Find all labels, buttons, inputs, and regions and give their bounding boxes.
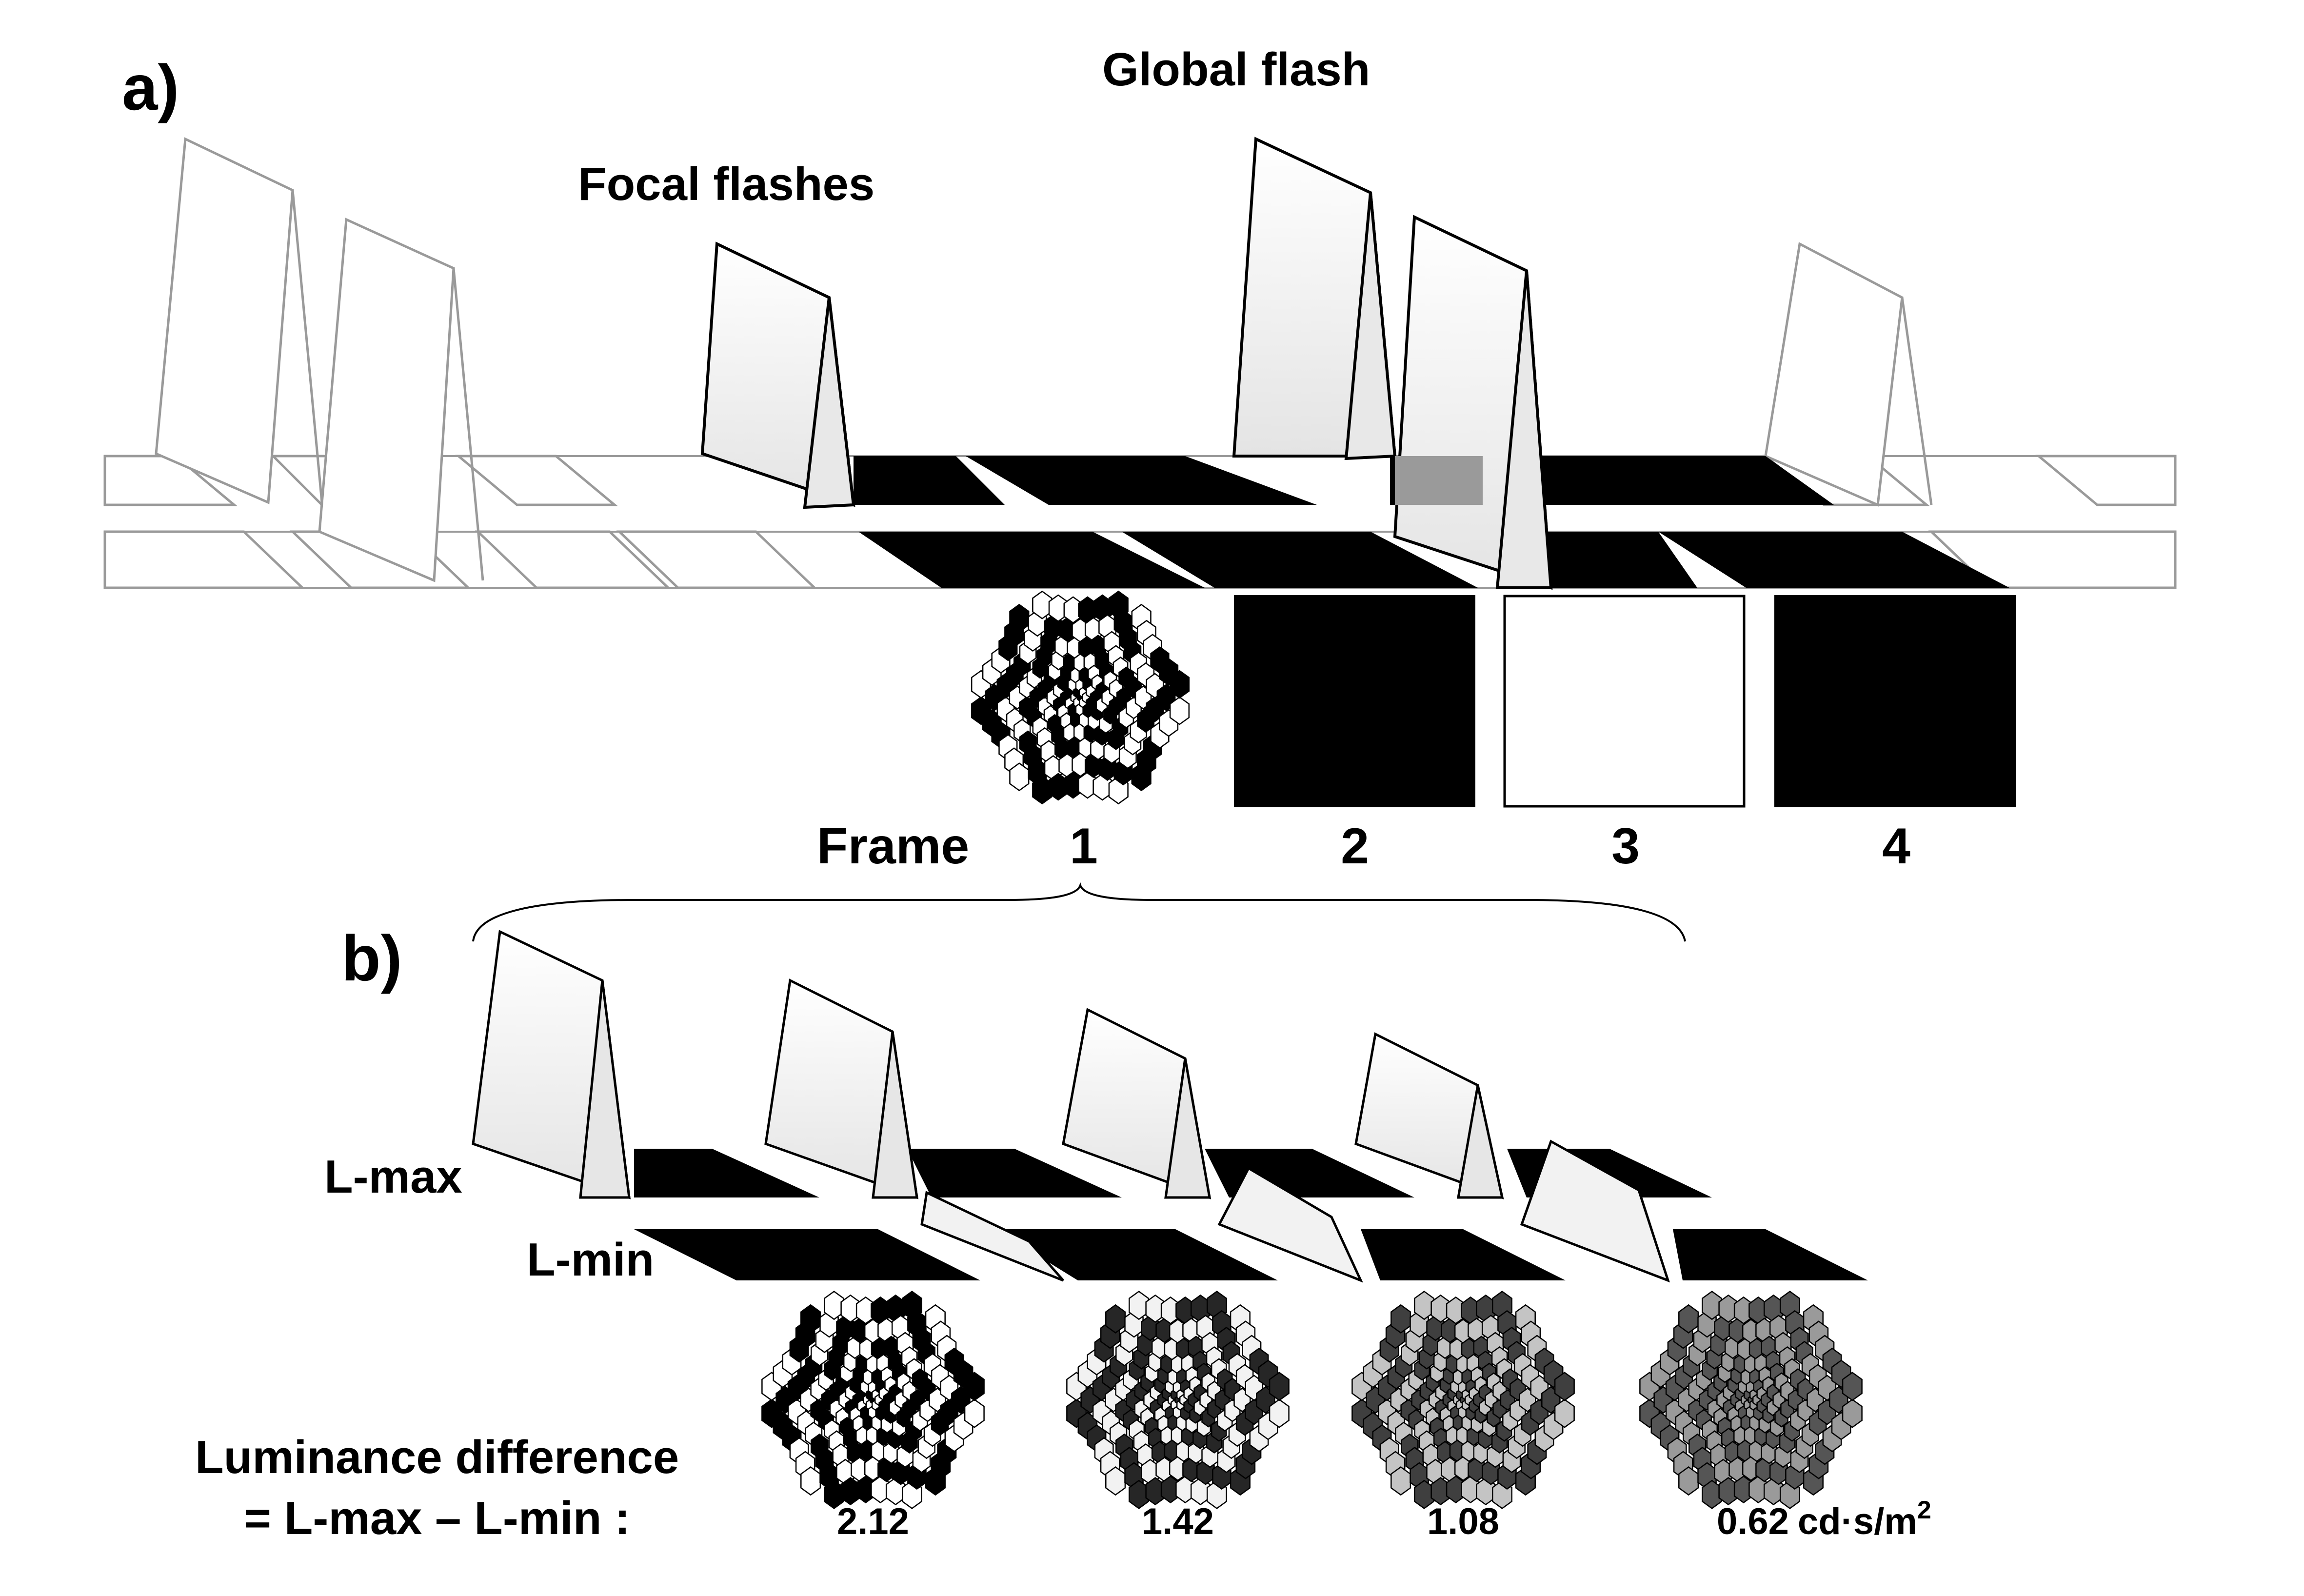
frame-1-hexagon bbox=[1009, 603, 1030, 633]
frame-1-stimulus bbox=[971, 590, 1190, 805]
focal-flashes-label: Focal flashes bbox=[578, 158, 874, 210]
contrast-2-hexagon bbox=[1269, 1372, 1290, 1401]
panel-a-label: a) bbox=[122, 52, 179, 123]
contrast-4-hexagon bbox=[1842, 1372, 1863, 1401]
frame-3-stimulus bbox=[1503, 595, 1746, 808]
value-2-12: 2.12 bbox=[837, 1501, 909, 1542]
frame-word: Frame bbox=[817, 818, 969, 875]
frame-1-hexagon bbox=[1169, 696, 1190, 725]
global-flash-shape bbox=[1232, 137, 1553, 590]
frame-number-3: 3 bbox=[1611, 818, 1640, 875]
frame-1-brace bbox=[472, 882, 1686, 942]
frame-4-stimulus bbox=[1774, 595, 2016, 807]
contrast-3-hexagon bbox=[1390, 1466, 1411, 1496]
contrast-2-hexagon bbox=[1105, 1304, 1126, 1334]
contrast-flashes bbox=[472, 930, 1670, 1283]
contrast-3-hexagon bbox=[1414, 1479, 1435, 1509]
frame-number-1: 1 bbox=[1070, 818, 1098, 875]
frame-stimuli bbox=[971, 590, 2016, 808]
faded-flashes bbox=[155, 137, 1933, 582]
hex-pattern-1-08 bbox=[1351, 1291, 1575, 1509]
hex-pattern-0-62 bbox=[1639, 1291, 1863, 1509]
l-min-label: L-min bbox=[527, 1234, 654, 1286]
contrast-1-hexagon bbox=[964, 1398, 985, 1428]
black-tiles-lower bbox=[858, 532, 2009, 588]
panel-b-label: b) bbox=[341, 922, 402, 994]
contrast-1-hexagon bbox=[824, 1479, 845, 1509]
contrast-1-hexagon bbox=[964, 1372, 985, 1401]
contrast-4-hexagon bbox=[1702, 1479, 1723, 1509]
contrast-2-hexagon bbox=[1105, 1466, 1126, 1496]
focal-flash-shape bbox=[700, 241, 855, 509]
contrast-4-hexagon bbox=[1678, 1304, 1699, 1334]
value-1-08: 1.08 bbox=[1427, 1501, 1499, 1542]
unit-superscript: 2 bbox=[1917, 1496, 1931, 1524]
contrast-1-hexagon bbox=[800, 1466, 821, 1496]
frame-1-hexagon bbox=[1009, 762, 1030, 792]
frame-number-2: 2 bbox=[1341, 818, 1369, 875]
global-flash-label: Global flash bbox=[1102, 43, 1370, 96]
black-tiles-upper bbox=[854, 456, 1834, 505]
hex-pattern-1-42 bbox=[1066, 1291, 1290, 1509]
contrast-2-hexagon bbox=[1129, 1479, 1150, 1509]
value-1-42: 1.42 bbox=[1142, 1501, 1214, 1542]
luminance-difference-label: Luminance difference bbox=[195, 1431, 679, 1483]
frame-1-hexagon bbox=[1032, 776, 1053, 805]
frame-number-4: 4 bbox=[1882, 818, 1910, 875]
contrast-4-hexagon bbox=[1842, 1398, 1863, 1428]
frame-2-stimulus bbox=[1234, 595, 1475, 807]
luminance-formula-label: = L-max – L-min : bbox=[244, 1492, 630, 1544]
l-max-label: L-max bbox=[324, 1151, 462, 1203]
contrast-3-hexagon bbox=[1554, 1398, 1575, 1428]
lmin-tiles bbox=[634, 1229, 1868, 1280]
frame-1-hexagon bbox=[1169, 670, 1190, 699]
hex-pattern-2-12 bbox=[761, 1291, 985, 1509]
contrast-3-hexagon bbox=[1390, 1304, 1411, 1334]
panel-b: b) L-max L-min Luminance difference = L-… bbox=[195, 922, 1931, 1544]
unit-label: cd·s/m bbox=[1798, 1501, 1917, 1542]
contrast-2-hexagon bbox=[1269, 1398, 1290, 1428]
contrast-stimuli bbox=[761, 1291, 1863, 1509]
contrast-3-hexagon bbox=[1554, 1372, 1575, 1401]
panel-a: a) Global flash Focal flashes Frame 1 2 … bbox=[103, 43, 2177, 942]
contrast-4-hexagon bbox=[1678, 1466, 1699, 1496]
contrast-1-hexagon bbox=[800, 1304, 821, 1334]
value-0-62: 0.62 bbox=[1717, 1501, 1789, 1542]
